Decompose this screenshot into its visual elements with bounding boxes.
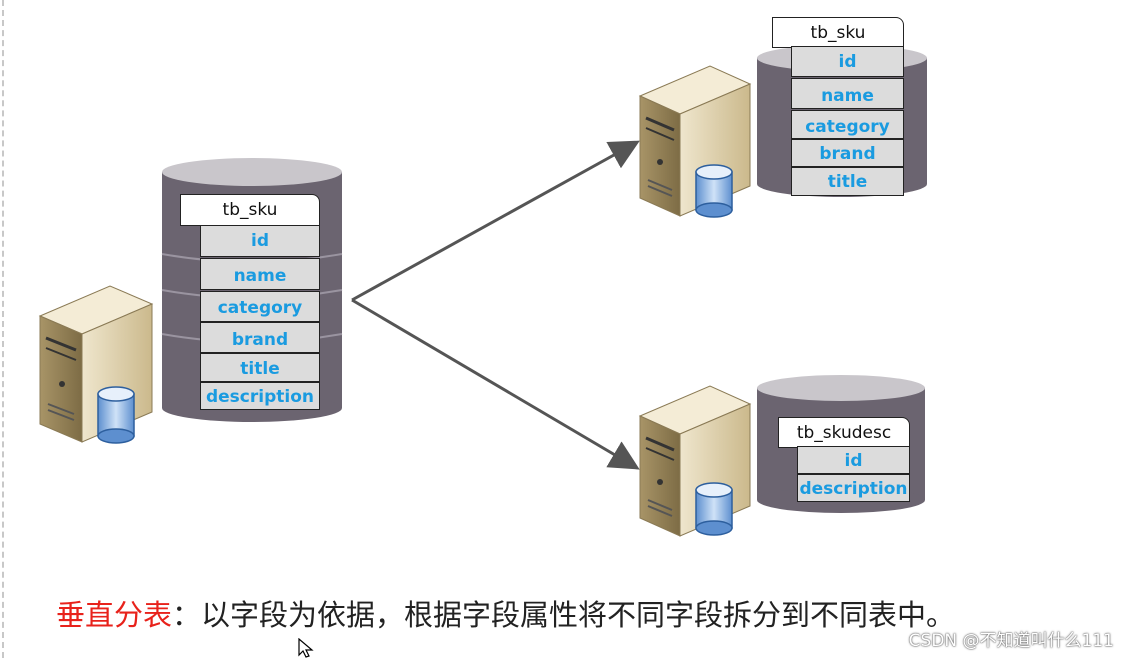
target-1-field: title — [791, 167, 904, 196]
database-icon — [695, 482, 733, 536]
source-field: description — [200, 382, 320, 410]
source-table-name: tb_sku — [180, 194, 320, 226]
source-field: title — [200, 353, 320, 382]
source-field: brand — [200, 322, 320, 353]
target-2-field: description — [797, 474, 910, 502]
caption: 垂直分表：以字段为依据，根据字段属性将不同字段拆分到不同表中。 — [56, 592, 955, 634]
watermark: CSDN @不知道叫什么111 — [908, 631, 1114, 651]
target-1-field: brand — [791, 139, 904, 167]
server-icon — [38, 285, 154, 443]
target-1-field: id — [791, 46, 904, 77]
database-icon — [97, 386, 135, 444]
target-table-2-name: tb_skudesc — [778, 417, 910, 448]
cursor-icon — [298, 638, 314, 658]
left-border-dashed — [2, 0, 4, 658]
source-field: name — [200, 258, 320, 290]
source-field: category — [200, 291, 320, 322]
caption-highlight: 垂直分表 — [56, 598, 173, 632]
database-icon — [695, 164, 733, 218]
target-2-field: id — [797, 446, 910, 474]
target-1-field: name — [791, 78, 904, 109]
target-table-1-name: tb_sku — [772, 17, 904, 48]
server-icon — [638, 65, 752, 217]
arrow-icon — [351, 140, 640, 470]
source-field: id — [200, 225, 320, 257]
caption-text: ：以字段为依据，根据字段属性将不同字段拆分到不同表中。 — [172, 598, 956, 632]
server-icon — [638, 385, 752, 537]
target-1-field: category — [791, 110, 904, 139]
